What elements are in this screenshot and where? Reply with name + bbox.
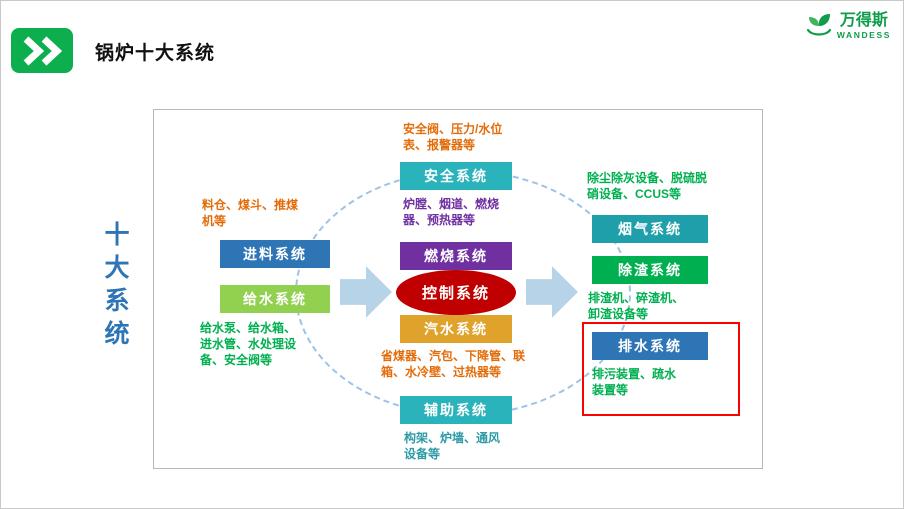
flue-gas-note: 除尘除灰设备、脱硫脱硝设备、CCUS等 [587, 171, 708, 201]
brand-logo: 万得斯 WANDESS [805, 12, 891, 40]
brand-logo-text: 万得斯 WANDESS [837, 12, 891, 40]
page-title: 锅炉十大系统 [95, 43, 216, 64]
safety-system-box: 安全系统 [400, 162, 512, 190]
feedwater-note: 给水泵、给水箱、进水管、水处理设备、安全阀等 [200, 321, 297, 367]
auxiliary-system-box: 辅助系统 [400, 396, 512, 424]
chevron-badge [11, 28, 73, 73]
steam-water-note: 省煤器、汽包、下降管、联箱、水冷壁、过热器等 [381, 349, 526, 379]
brand-name: 万得斯 [839, 12, 888, 29]
combustion-note: 炉膛、烟道、燃烧器、预热器等 [403, 197, 500, 227]
flue-gas-system-box: 烟气系统 [592, 215, 708, 243]
auxiliary-note: 构架、炉墙、通风设备等 [404, 431, 501, 461]
steam-water-system-box: 汽水系统 [400, 315, 512, 343]
control-system-ellipse: 控制系统 [396, 270, 516, 315]
safety-note: 安全阀、压力/水位表、报警器等 [403, 122, 503, 152]
double-chevron-icon [23, 35, 63, 66]
diagram-panel: 安全阀、压力/水位表、报警器等 安全系统 炉膛、烟道、燃烧器、预热器等 燃烧系统… [153, 109, 763, 469]
slag-removal-system-box: 除渣系统 [592, 256, 708, 284]
drainage-note: 排污装置、疏水装置等 [592, 367, 677, 397]
slag-removal-note: 排渣机、碎渣机、卸渣设备等 [588, 291, 685, 321]
leaf-logo-icon [806, 14, 831, 36]
feed-system-box: 进料系统 [220, 240, 330, 268]
feed-note: 料仓、煤斗、推煤机等 [202, 198, 299, 228]
side-vertical-label: 十大系统 [101, 221, 129, 353]
combustion-system-box: 燃烧系统 [400, 242, 512, 270]
highlight-rectangle [582, 322, 740, 416]
brand-subname: WANDESS [836, 30, 891, 41]
drainage-system-box: 排水系统 [592, 332, 708, 360]
feedwater-system-box: 给水系统 [220, 285, 330, 313]
